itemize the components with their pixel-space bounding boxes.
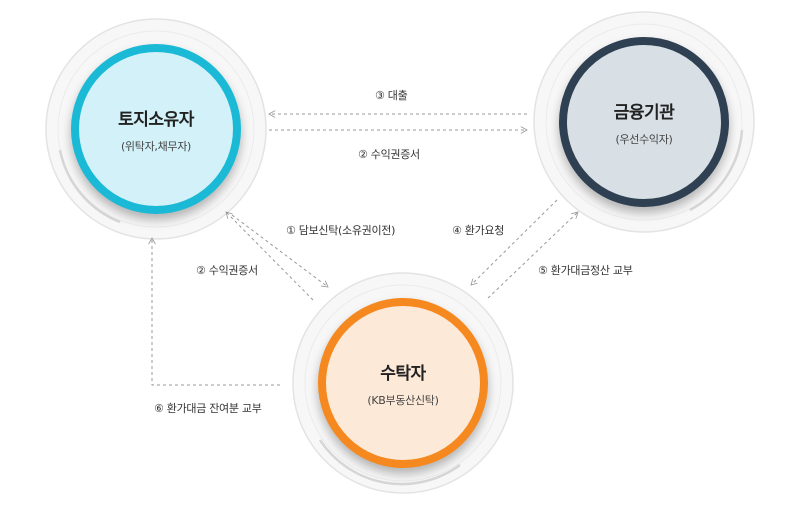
financial-institution-title: 금융기관 xyxy=(613,102,675,123)
trustee-subtitle: (KB부동산신탁) xyxy=(367,393,439,407)
settlement-label: ⑤ 환가대금정산 교부 xyxy=(538,264,633,277)
remainder-label: ⑥ 환가대금 잔여분 교부 xyxy=(154,402,262,415)
land-owner-title: 토지소유자 xyxy=(118,109,194,130)
settlement-arrow xyxy=(487,212,578,299)
land-owner-node: 토지소유자 (위탁자,채무자) xyxy=(71,44,241,214)
land-owner-subtitle: (위탁자,채무자) xyxy=(120,139,192,153)
certificate-to-owner-label: ② 수익권증서 xyxy=(196,264,258,277)
trust-transfer-arrow xyxy=(231,214,328,287)
trustee-node: 수탁자 (KB부동산신탁) xyxy=(318,298,488,468)
certificate-to-owner-arrow xyxy=(226,212,314,301)
remainder-arrow xyxy=(152,238,280,386)
liquidation-request-label: ④ 환가요청 xyxy=(452,224,505,237)
trustee-title: 수탁자 xyxy=(380,363,426,384)
financial-institution-subtitle: (우선수익자) xyxy=(615,132,673,146)
financial-institution-node: 금융기관 (우선수익자) xyxy=(559,37,729,207)
trust-transfer-label: ① 담보신탁(소유권이전) xyxy=(286,224,396,237)
liquidation-request-arrow xyxy=(471,199,558,285)
loan-label: ③ 대출 xyxy=(375,89,408,102)
certificate-to-bank-label: ② 수익권증서 xyxy=(358,148,420,161)
